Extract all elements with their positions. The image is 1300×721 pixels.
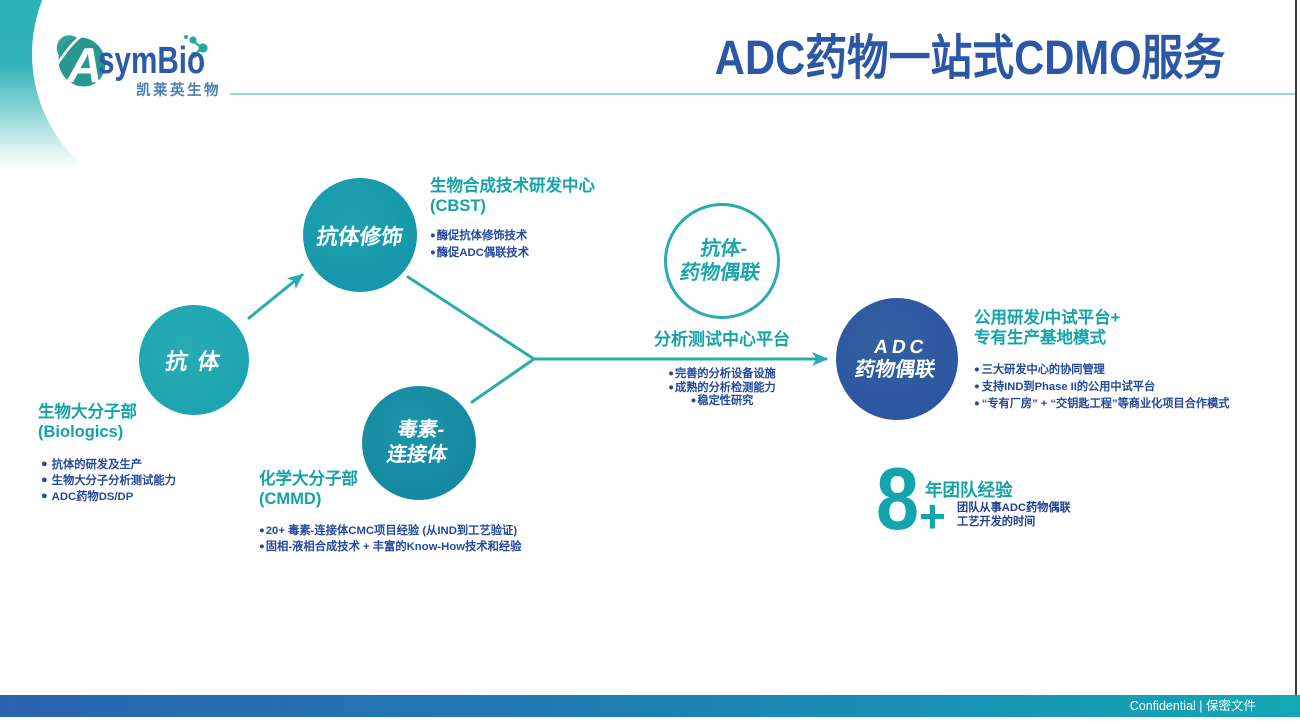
- molecule-icon: [184, 35, 208, 59]
- page-border-right: [1295, 0, 1297, 695]
- platform-bullet-2: ●支持IND到Phase II的公用中试平台: [974, 381, 1156, 393]
- node-conj-line1: 抗体-: [698, 238, 749, 260]
- block-cbst: 生物合成技术研发中心 (CBST) ●酶促抗体修饰技术 ●酶促ADC偶联技术: [430, 176, 595, 262]
- node-adc-line1: ADC: [872, 337, 930, 358]
- node-antibody-label: 抗 体: [163, 349, 224, 374]
- cbst-heading-line1: 生物合成技术研发中心: [430, 177, 595, 195]
- bullet-dot-icon: ●: [41, 489, 48, 502]
- bullet-dot-icon: ●: [974, 381, 980, 392]
- biologics-bullet-1: ●抗体的研发及生产: [41, 458, 143, 471]
- footer-bar: Confidential | 保密文件: [0, 695, 1300, 717]
- line-mod-to-vertex: [406, 275, 536, 361]
- bullet-dot-icon: ●: [41, 473, 48, 486]
- arrow-antibody-to-mod: [247, 273, 304, 320]
- logo-brand-text: symBio: [98, 40, 206, 82]
- node-toxin-linker: 毒素- 连接体: [362, 386, 476, 500]
- bullet-dot-icon: ●: [259, 525, 265, 536]
- biologics-heading-line2: (Biologics): [38, 423, 124, 441]
- cbst-bullet-2: ●酶促ADC偶联技术: [430, 247, 530, 259]
- block-biologics: 生物大分子部 (Biologics) ●抗体的研发及生产 ●生物大分子分析测试能…: [38, 402, 176, 505]
- block-cmmd: 化学大分子部 (CMMD) ●20+ 毒素-连接体CMC项目经验 (从IND到工…: [259, 469, 522, 555]
- bullet-dot-icon: ●: [430, 247, 436, 258]
- logo-blob-icon: A: [52, 31, 208, 93]
- corner-arc-decoration: [0, 0, 328, 215]
- bullet-dot-icon: ●: [430, 230, 436, 241]
- line-toxin-to-vertex: [470, 357, 536, 404]
- analytics-bullet-1: ●完善的分析设备设施: [668, 368, 776, 380]
- node-conj-line2: 药物偶联: [678, 262, 762, 284]
- bullet-dot-icon: ●: [41, 458, 48, 470]
- logo-subtitle: 凯莱英生物: [136, 83, 221, 99]
- biologics-bullet-2: ●生物大分子分析测试能力: [41, 473, 176, 487]
- analytics-heading: 分析测试中心平台: [654, 330, 790, 349]
- experience-desc-line2: 工艺开发的时间: [957, 515, 1036, 528]
- cmmd-heading-line1: 化学大分子部: [259, 470, 358, 488]
- node-toxin-line2: 连接体: [385, 444, 449, 466]
- cbst-bullet-1: ●酶促抗体修饰技术: [430, 230, 528, 242]
- cmmd-bullet-2: ●固相-液相合成技术 + 丰富的Know-How技术和经验: [259, 540, 522, 553]
- analytics-bullet-3: ●稳定性研究: [690, 395, 754, 407]
- biologics-heading-line1: 生物大分子部: [38, 403, 137, 421]
- platform-bullet-1: ●三大研发中心的协同管理: [974, 364, 1105, 376]
- node-antibody-modification: 抗体修饰: [303, 178, 417, 292]
- logo-letter-a: A: [66, 39, 102, 93]
- bullet-dot-icon: ●: [974, 398, 980, 409]
- cmmd-heading-line2: (CMMD): [259, 490, 322, 508]
- cmmd-bullet-1: ●20+ 毒素-连接体CMC项目经验 (从IND到工艺验证): [259, 525, 518, 537]
- node-antibody-mod-label: 抗体修饰: [314, 224, 405, 249]
- analytics-bullet-2: ●成熟的分析检测能力: [668, 381, 776, 394]
- bullet-dot-icon: ●: [668, 368, 675, 379]
- node-adc-conjugation: ADC 药物偶联: [836, 298, 958, 420]
- node-antibody-drug-conjugation: 抗体- 药物偶联: [664, 203, 780, 319]
- confidential-label: Confidential | 保密文件: [1129, 699, 1256, 713]
- platform-heading-line2: 专有生产基地模式: [974, 329, 1106, 347]
- experience-desc-line1: 团队从事ADC药物偶联: [957, 502, 1071, 514]
- bullet-dot-icon: ●: [690, 395, 697, 406]
- experience-plus: +: [919, 490, 946, 542]
- biologics-bullet-3: ●ADC药物DS/DP: [41, 489, 134, 503]
- experience-label: 年团队经验: [925, 480, 1013, 500]
- platform-heading-line1: 公用研发/中试平台+: [974, 309, 1121, 327]
- experience-number: 8: [876, 449, 920, 548]
- platform-bullet-3: ●“专有厂房” + “交钥匙工程”等商业化项目合作模式: [974, 398, 1230, 410]
- block-platform: 公用研发/中试平台+ 专有生产基地模式 ●三大研发中心的协同管理 ●支持IND到…: [974, 308, 1229, 413]
- bullet-dot-icon: ●: [259, 540, 265, 552]
- node-toxin-line1: 毒素-: [395, 419, 447, 441]
- bullet-dot-icon: ●: [974, 364, 980, 375]
- block-analytics: 分析测试中心平台 ●完善的分析设备设施 ●成熟的分析检测能力 ●稳定性研究: [572, 330, 872, 409]
- header-rule: [230, 93, 1296, 95]
- node-antibody: 抗 体: [139, 305, 249, 415]
- bullet-dot-icon: ●: [668, 381, 675, 393]
- cbst-heading-line2: (CBST): [430, 197, 486, 215]
- page-title: ADC药物一站式CDMO服务: [714, 32, 1226, 85]
